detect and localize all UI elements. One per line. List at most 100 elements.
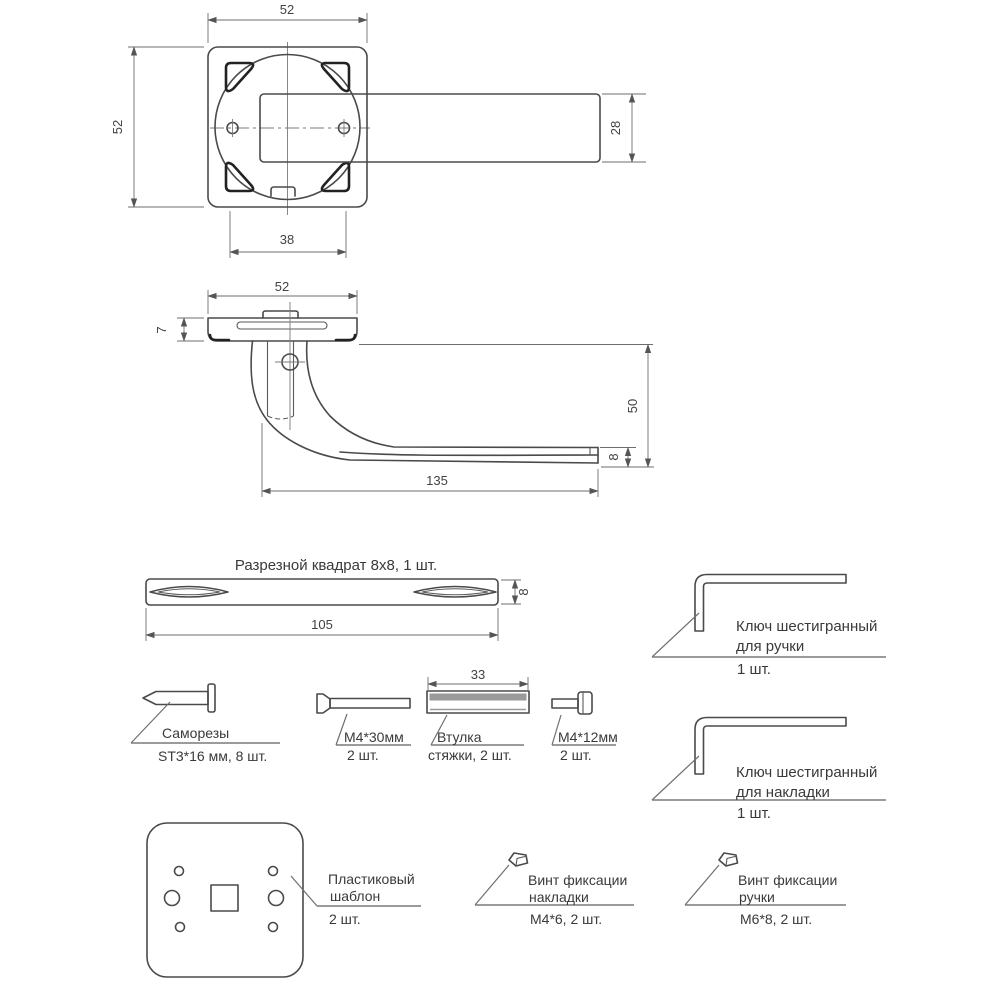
dim-drop-50: 50 — [359, 343, 654, 468]
rosette-circle — [214, 53, 361, 201]
sleeve-spec: стяжки, 2 шт. — [428, 747, 512, 763]
bolt-m4-12-figure: М4*12мм 2 шт. — [551, 691, 618, 763]
template-hole-small — [173, 865, 185, 877]
rosette-square-outline — [207, 46, 368, 208]
hex-key-handle-label-2: для ручки — [736, 638, 804, 655]
spindle-bar — [145, 578, 499, 606]
template-qty: 2 шт. — [329, 911, 361, 927]
template-label-2: шаблон — [330, 888, 380, 904]
template-label-1: Пластиковый — [328, 871, 415, 887]
plate-top-tab — [262, 310, 299, 319]
corner-wedge-bottom-right — [320, 161, 351, 193]
short-bolt-label: М4*12мм — [558, 729, 618, 745]
screws-figure: Саморезы ST3*16 мм, 8 шт. — [130, 683, 280, 764]
hex-key-plate-figure: Ключ шестигранный для накладки 1 шт. — [651, 716, 886, 822]
screws-label: Саморезы — [162, 725, 229, 741]
sleeve-label: Втулка — [437, 729, 482, 745]
dim-length-135: 135 — [261, 423, 599, 497]
dim-lever-8: 8 — [600, 446, 636, 468]
spindle-figure: Разрезной квадрат 8x8, 1 шт. 8 105 — [145, 557, 531, 641]
hex-key-handle-figure: Ключ шестигранный для ручки 1 шт. — [651, 573, 886, 678]
set-screw-plate-spec: М4*6, 2 шт. — [530, 911, 602, 927]
screw-body — [142, 690, 209, 706]
handle-bar-top-view — [259, 93, 601, 163]
sleeve-body — [426, 690, 530, 714]
set-screw-icon — [508, 852, 529, 867]
hex-key-handle-label-1: Ключ шестигранный — [736, 618, 877, 635]
template-figure: Пластиковый шаблон 2 шт. — [146, 822, 421, 978]
dim-spindle-8: 8 — [501, 579, 531, 605]
set-screw-plate-label-2: накладки — [529, 889, 589, 905]
plate-slot — [236, 321, 328, 330]
dim-side-52: 52 — [207, 279, 358, 314]
plate-corner-shade-left — [208, 333, 231, 342]
dim-text: 8 — [606, 453, 621, 460]
dim-text: 52 — [275, 279, 289, 294]
set-screw-handle-spec: М6*8, 2 шт. — [740, 911, 812, 927]
short-bolt-qty: 2 шт. — [560, 747, 592, 763]
dim-top-52: 52 — [207, 2, 368, 43]
dim-text: 50 — [625, 399, 640, 413]
template-hole-small — [267, 921, 279, 933]
set-screw-handle-label-1: Винт фиксации — [738, 872, 837, 888]
hex-key-shape — [694, 716, 847, 775]
spindle-channel-end — [267, 415, 294, 420]
handle-inner-curve — [305, 340, 599, 449]
dim-plate-7: 7 — [154, 317, 204, 342]
hex-key-plate-label-1: Ключ шестигранный — [736, 764, 877, 781]
dim-text: 7 — [154, 326, 169, 333]
handle-mid-line — [339, 451, 599, 457]
dim-spindle-105: 105 — [145, 608, 499, 641]
set-screw-icon — [718, 852, 739, 867]
sleeve-shading — [429, 693, 527, 701]
dim-text: 135 — [426, 473, 448, 488]
bolt-label: М4*30мм — [344, 729, 404, 745]
bolt-m4-30-figure: М4*30мм 2 шт. — [316, 693, 411, 763]
side-view: 52 7 50 8 135 — [154, 279, 654, 497]
spindle-notch — [270, 186, 296, 197]
dim-text: 105 — [311, 617, 333, 632]
hex-key-shape — [694, 573, 847, 632]
handle-outer-curve — [250, 340, 599, 464]
dim-text: 52 — [110, 120, 125, 134]
bolt-shaft — [329, 697, 411, 709]
plate-corner-shade-right — [334, 333, 357, 342]
dim-left-52: 52 — [110, 46, 204, 208]
dim-text: 28 — [608, 121, 623, 135]
template-hole-large — [267, 889, 285, 907]
dim-text: 52 — [280, 2, 294, 17]
dim-text: 38 — [280, 232, 294, 247]
dim-sleeve-33: 33 — [427, 667, 529, 690]
sleeve-figure: 33 Втулка стяжки, 2 шт. — [426, 667, 530, 763]
short-bolt-head — [577, 691, 593, 715]
template-plate — [146, 822, 304, 978]
set-screw-handle-figure: Винт фиксации ручки М6*8, 2 шт. — [684, 852, 846, 927]
bolt-head — [316, 693, 331, 714]
spindle-title: Разрезной квадрат 8x8, 1 шт. — [235, 557, 437, 574]
dim-text: 33 — [471, 667, 485, 682]
corner-wedge-bottom-left — [224, 161, 255, 193]
screw-head — [207, 683, 216, 713]
screws-spec: ST3*16 мм, 8 шт. — [158, 748, 267, 764]
hex-key-plate-qty: 1 шт. — [737, 805, 771, 822]
dim-handle-28: 28 — [602, 93, 646, 163]
dim-text: 8 — [516, 588, 531, 595]
corner-wedge-top-right — [320, 61, 351, 93]
set-screw-plate-label-1: Винт фиксации — [528, 872, 627, 888]
spindle-split-right — [413, 585, 497, 598]
spindle-split-left — [149, 585, 229, 598]
set-screw-handle-label-2: ручки — [739, 889, 775, 905]
template-hole-large — [163, 889, 181, 907]
set-screw-plate-figure: Винт фиксации накладки М4*6, 2 шт. — [474, 852, 634, 927]
template-square-hole — [210, 884, 239, 912]
top-view: 52 52 28 38 — [110, 2, 646, 258]
hex-key-handle-qty: 1 шт. — [737, 661, 771, 678]
hex-key-plate-label-2: для накладки — [736, 784, 830, 801]
template-hole-small — [174, 921, 186, 933]
bolt-qty: 2 шт. — [347, 747, 379, 763]
dim-holes-38: 38 — [229, 211, 347, 258]
template-hole-small — [267, 865, 279, 877]
corner-wedge-top-left — [224, 61, 255, 93]
